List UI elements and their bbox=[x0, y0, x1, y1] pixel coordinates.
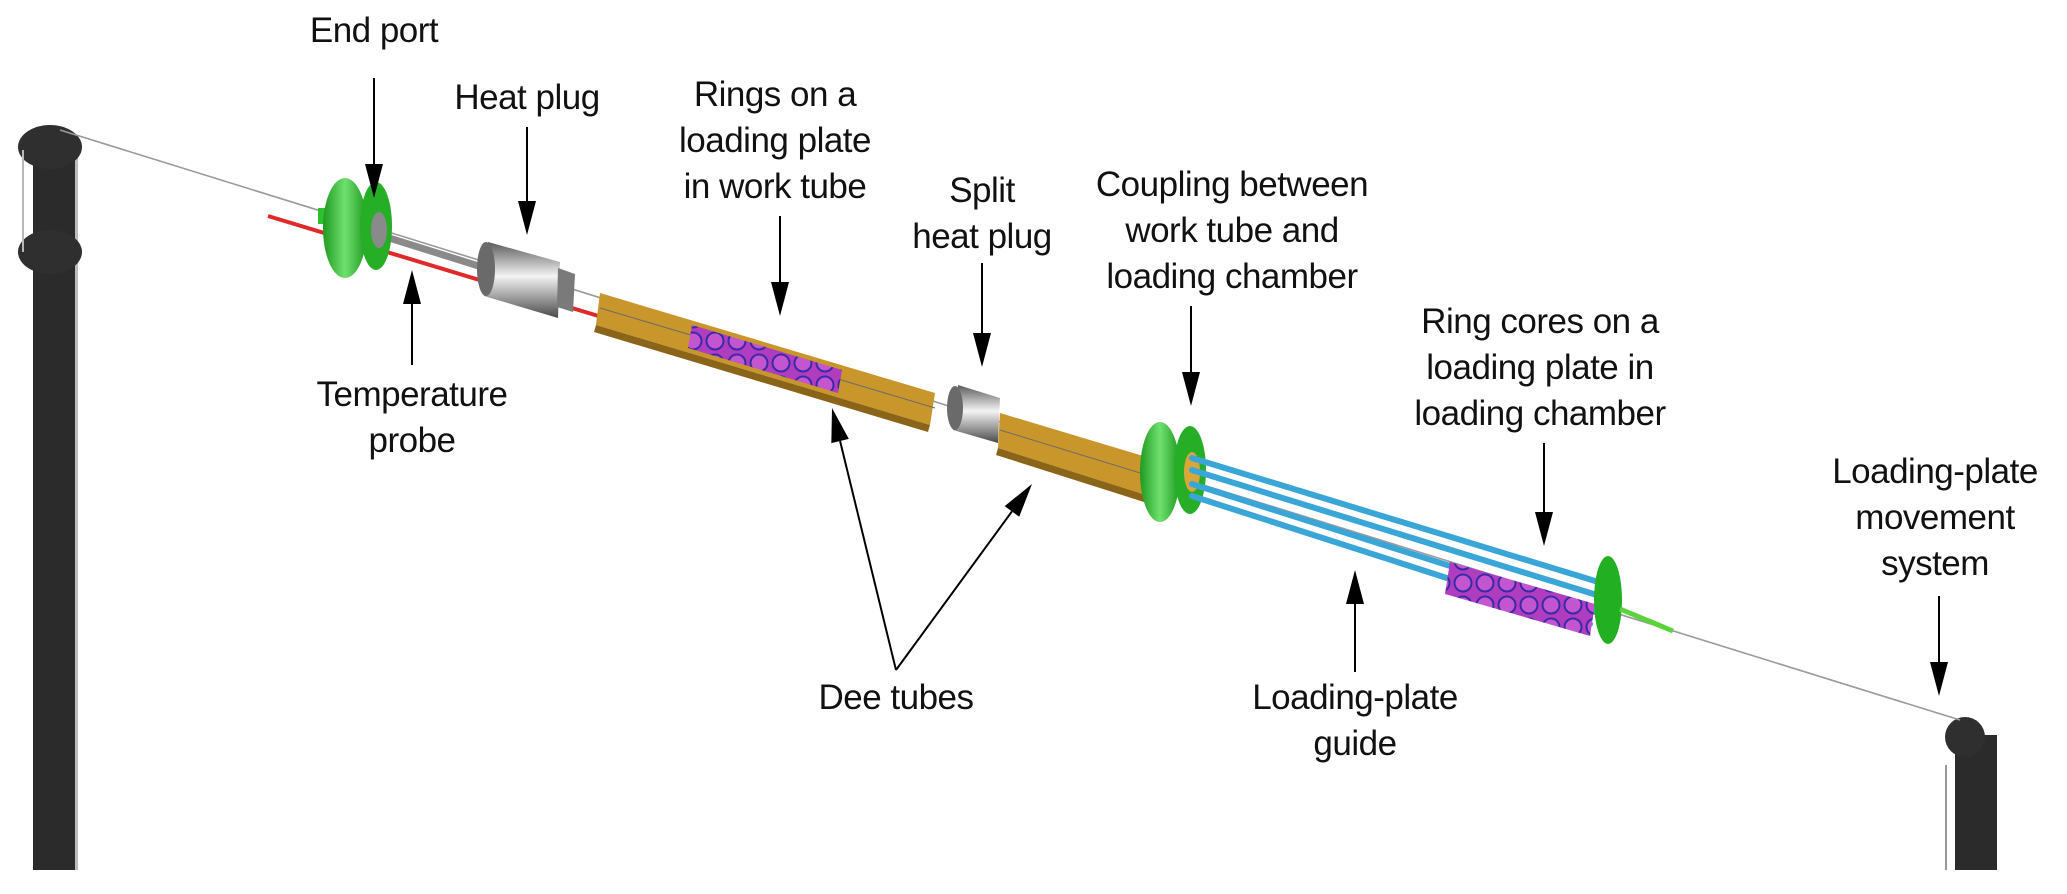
arrow-dee-tube-2 bbox=[895, 484, 1032, 671]
label-heat-plug: Heat plug bbox=[454, 75, 600, 121]
label-line: system bbox=[1881, 544, 1989, 583]
arrow-coupling bbox=[1182, 306, 1200, 406]
label-line: loading plate in bbox=[1426, 348, 1654, 387]
label-line: guide bbox=[1313, 724, 1397, 763]
rings-in-work-tube bbox=[688, 325, 842, 393]
label-line: Split bbox=[949, 171, 1015, 210]
label-line: loading chamber bbox=[1106, 257, 1358, 296]
arrow-guide bbox=[1346, 570, 1364, 672]
right-pulley bbox=[1945, 717, 1985, 757]
label-line: work tube and bbox=[1125, 211, 1339, 250]
label-split-heat-plug: Split heat plug bbox=[912, 168, 1052, 260]
label-line: Loading-plate bbox=[1252, 678, 1458, 717]
split-heat-plug-part bbox=[947, 385, 1000, 443]
arrow-heat-plug bbox=[518, 127, 536, 235]
loading-plate-end-disc bbox=[1594, 556, 1622, 644]
right-post bbox=[1955, 735, 1997, 870]
arrow-movement-system bbox=[1930, 596, 1948, 696]
arrow-split-heat-plug bbox=[973, 263, 991, 367]
label-guide: Loading-plate guide bbox=[1252, 675, 1458, 767]
ring-cores-in-chamber bbox=[1445, 562, 1595, 636]
dee-tube-2 bbox=[996, 413, 1151, 502]
end-port-flange bbox=[318, 178, 392, 278]
label-dee-tubes: Dee tubes bbox=[818, 675, 974, 721]
left-pulley-top bbox=[18, 125, 82, 169]
label-ring-cores-chamber: Ring cores on a loading plate in loading… bbox=[1414, 299, 1666, 437]
label-line: Coupling between bbox=[1095, 165, 1369, 204]
arrow-end-port bbox=[365, 78, 383, 198]
label-line: Dee tubes bbox=[818, 678, 974, 717]
left-post-edge bbox=[75, 140, 78, 870]
label-line: movement bbox=[1855, 498, 2015, 537]
pusher-rod bbox=[1619, 606, 1674, 634]
label-rings-work-tube: Rings on a loading plate in work tube bbox=[679, 72, 872, 210]
label-line: Rings on a bbox=[693, 75, 857, 114]
label-line: loading chamber bbox=[1414, 394, 1666, 433]
heat-plug-part bbox=[477, 242, 575, 318]
label-line: Heat plug bbox=[454, 78, 600, 117]
label-temperature-probe: Temperature probe bbox=[317, 372, 508, 464]
label-line: loading plate bbox=[679, 121, 872, 160]
arrow-ring-cores bbox=[1535, 443, 1553, 546]
right-stand bbox=[1945, 717, 1997, 870]
dee-tube-1 bbox=[594, 293, 936, 432]
coupling-flange bbox=[1140, 422, 1206, 522]
left-pulley-bottom bbox=[18, 230, 82, 274]
label-line: Temperature bbox=[316, 375, 508, 414]
label-line: End port bbox=[309, 11, 439, 50]
label-line: probe bbox=[368, 421, 456, 460]
arrow-dee-tube-1 bbox=[831, 408, 897, 671]
label-line: Loading-plate bbox=[1832, 452, 2038, 491]
label-line: in work tube bbox=[683, 167, 867, 206]
label-movement-system: Loading-plate movement system bbox=[1832, 449, 2038, 587]
label-line: heat plug bbox=[912, 217, 1052, 256]
arrow-temperature-probe bbox=[403, 270, 421, 365]
label-coupling: Coupling between work tube and loading c… bbox=[1095, 162, 1369, 300]
left-stand bbox=[18, 125, 82, 870]
label-end-port: End port bbox=[309, 8, 439, 54]
callout-arrows bbox=[365, 78, 1948, 696]
label-line: Ring cores on a bbox=[1421, 302, 1659, 341]
arrow-rings-work-tube bbox=[771, 216, 789, 316]
